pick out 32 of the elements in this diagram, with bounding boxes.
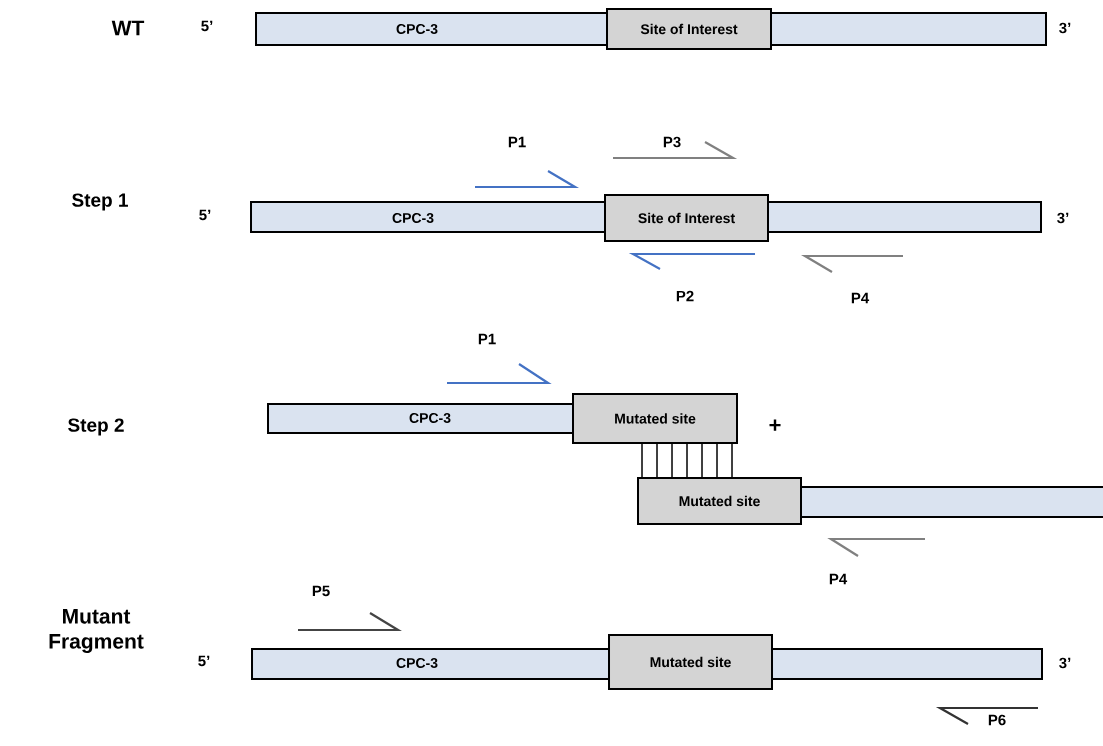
primer-label: P4 <box>829 573 848 585</box>
row-label: WT <box>111 20 145 36</box>
base-pair-line <box>671 443 673 478</box>
site-box: Site of Interest <box>606 8 772 50</box>
primer-label: P1 <box>478 333 496 345</box>
end-label: 3’ <box>1059 657 1071 669</box>
base-pair-line <box>731 443 733 478</box>
primer-label: P3 <box>663 136 681 148</box>
base-pair-line <box>701 443 703 478</box>
primer-label: P2 <box>676 290 694 302</box>
dna-strand: CPC-3 <box>267 403 575 434</box>
base-pair-line <box>641 443 643 478</box>
row-label: Step 2 <box>68 418 124 436</box>
end-label: 5’ <box>199 209 211 221</box>
base-pair-line <box>656 443 658 478</box>
site-box: Mutated site <box>637 477 802 525</box>
plus-sign: + <box>769 419 781 431</box>
end-label: 5’ <box>201 20 213 32</box>
primer-label: P6 <box>988 714 1006 726</box>
site-box: Mutated site <box>572 393 738 444</box>
primer-label: P4 <box>851 292 870 304</box>
primer-label: P1 <box>508 136 526 148</box>
base-pair-line <box>716 443 718 478</box>
dna-strand <box>800 486 1103 518</box>
row-label: Mutant Fragment <box>49 609 144 653</box>
end-label: 5’ <box>198 655 210 667</box>
row-label: Step 1 <box>72 193 128 211</box>
site-box: Mutated site <box>608 634 773 690</box>
primer-label: P5 <box>312 585 330 597</box>
site-box: Site of Interest <box>604 194 769 242</box>
end-label: 3’ <box>1057 212 1069 224</box>
base-pair-line <box>686 443 688 478</box>
